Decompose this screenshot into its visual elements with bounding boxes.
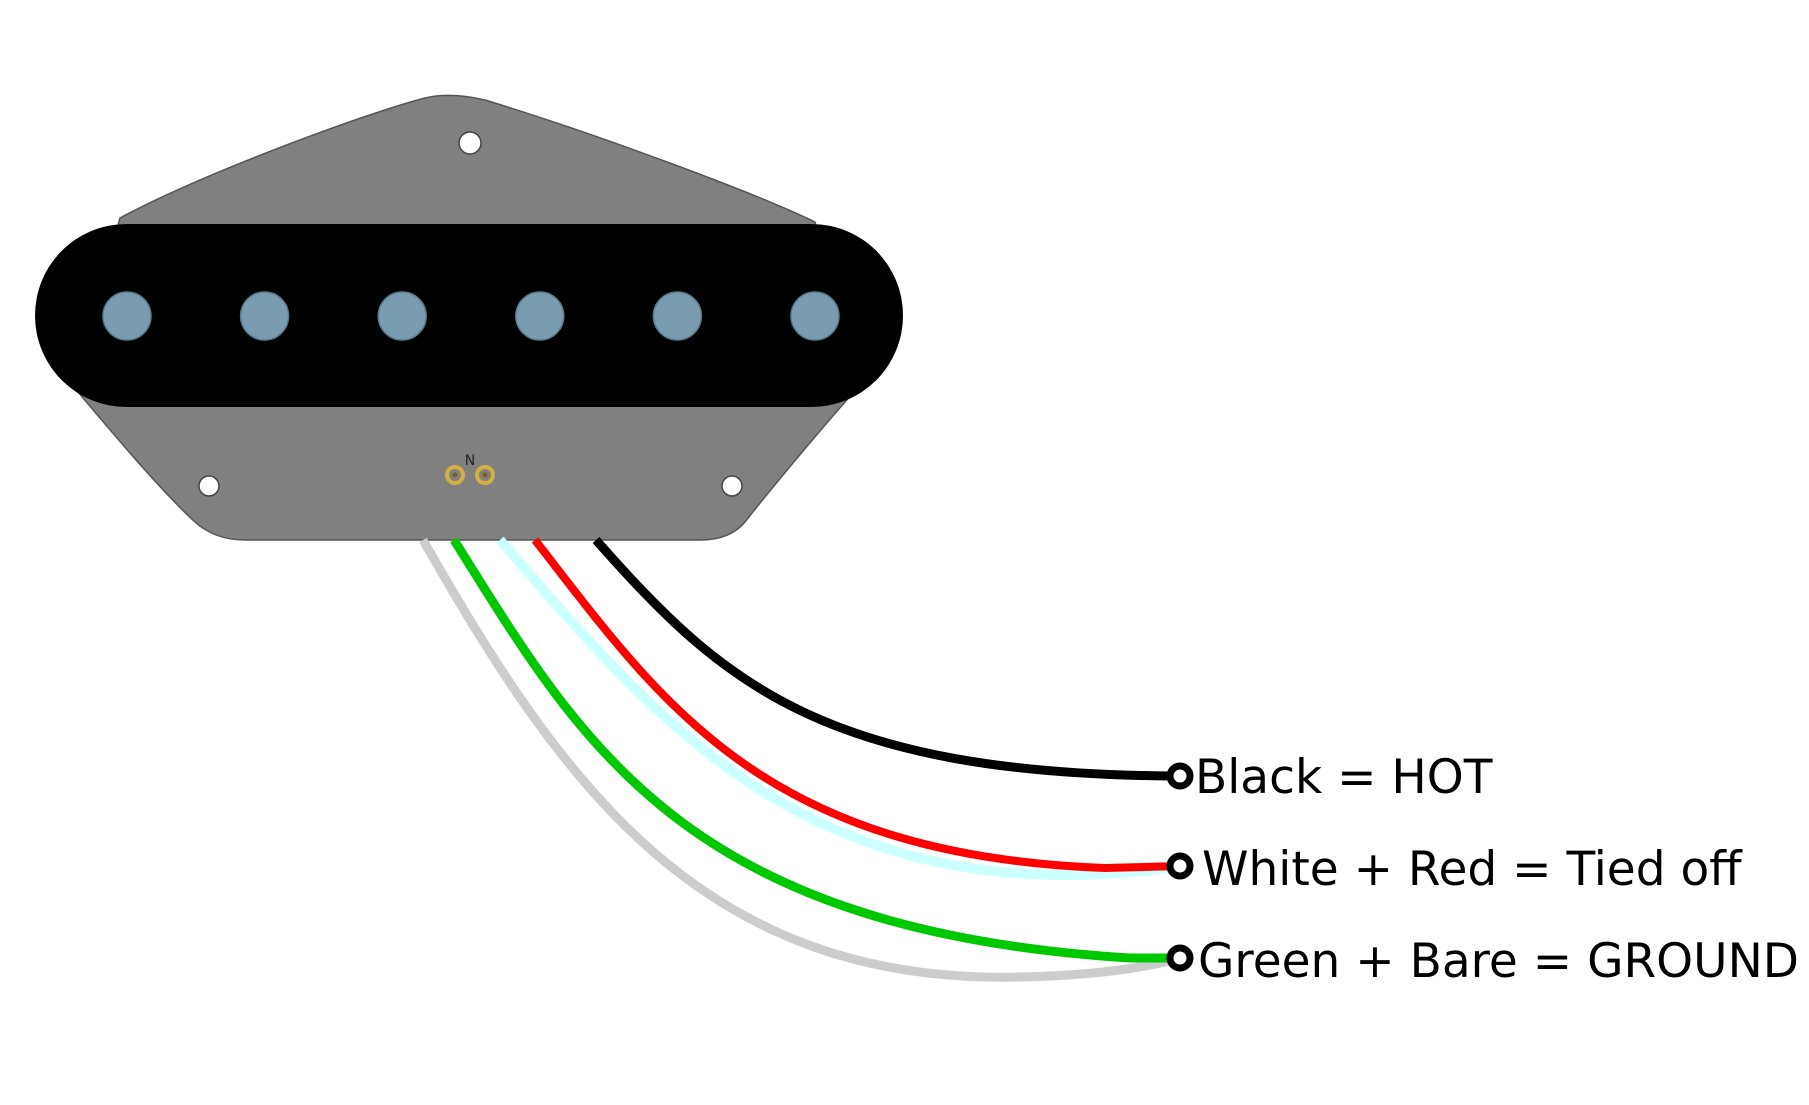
eyelet-right-center (482, 472, 488, 478)
pole-piece-2 (239, 291, 290, 341)
pole-piece-6 (790, 291, 840, 341)
wire-red (531, 537, 1181, 873)
terminal-hot (1166, 762, 1194, 790)
eyelet-left (445, 465, 465, 485)
pole-piece-4 (515, 291, 565, 341)
eyelet-left-center (452, 472, 458, 478)
pole-piece-5 (652, 291, 703, 341)
wire-bare (419, 537, 1182, 982)
eyelet-right (475, 465, 495, 485)
mounting-hole-right (721, 475, 743, 497)
label-white-red-tied-off: White + Red = Tied off (1202, 842, 1743, 897)
eyelets: N (445, 453, 495, 485)
pole-piece-1 (102, 291, 152, 341)
mounting-hole-top (458, 131, 482, 155)
wire-white (496, 536, 1181, 881)
wire-black (592, 537, 1181, 781)
pole-label: N (465, 453, 475, 469)
terminal-ground (1166, 944, 1194, 972)
pickup-bobbin (35, 224, 903, 407)
label-black-hot: Black = HOT (1195, 750, 1493, 805)
pole-piece-3 (377, 291, 427, 341)
mounting-hole-left (198, 475, 220, 497)
label-green-bare-ground: Green + Bare = GROUND (1198, 934, 1799, 989)
pole-pieces (102, 291, 840, 341)
terminal-tied-off (1166, 852, 1194, 880)
wire-green (450, 537, 1180, 963)
